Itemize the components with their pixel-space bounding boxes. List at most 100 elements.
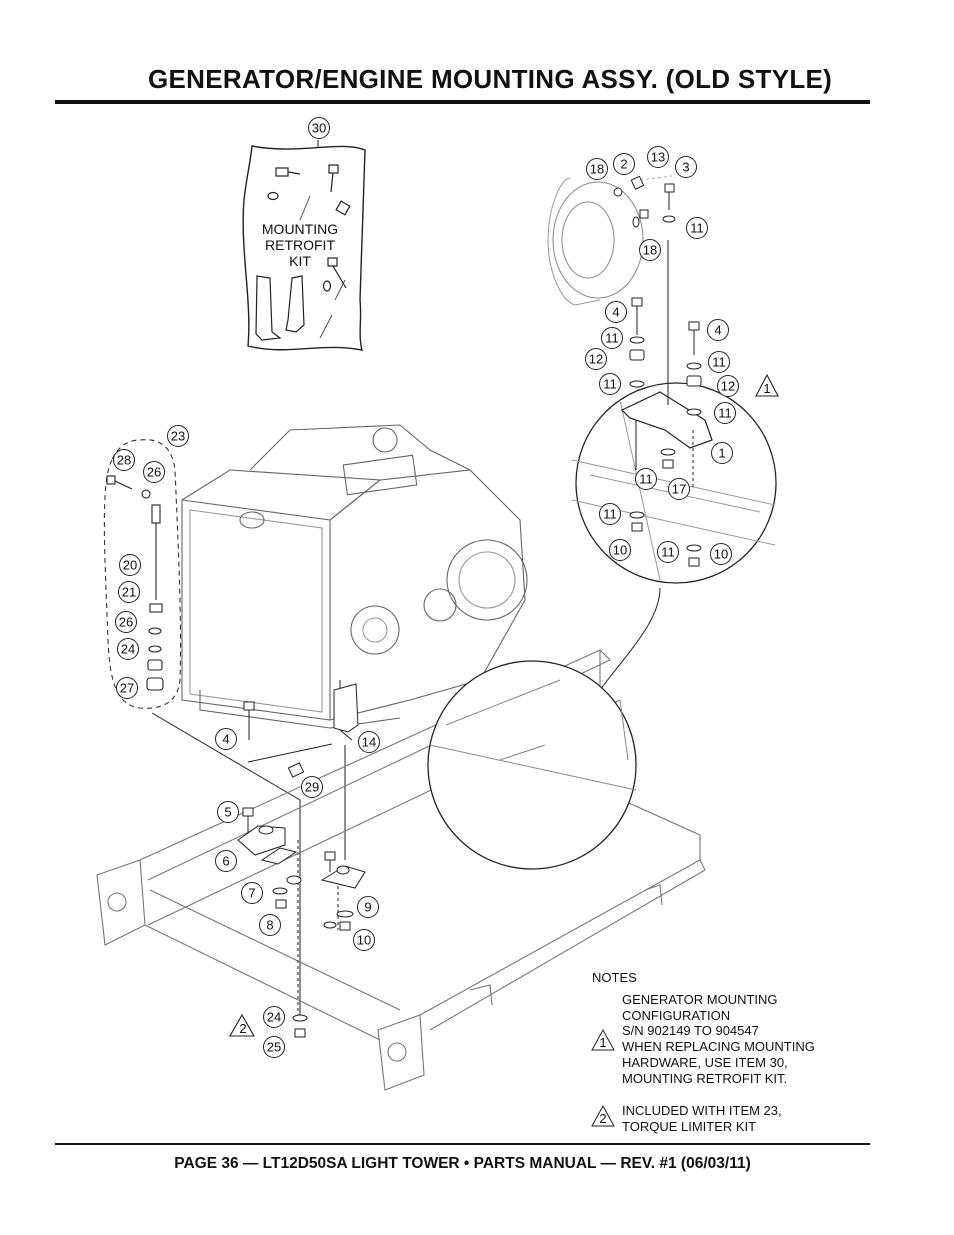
notes-heading: NOTES <box>592 970 637 985</box>
note-1-line: CONFIGURATION <box>622 1008 730 1023</box>
callout-number: 11 <box>639 472 653 487</box>
note-marker-text: 1 <box>763 381 770 396</box>
kit-label-line: KIT <box>289 253 311 269</box>
callout-number: 30 <box>312 121 326 136</box>
callout-number: 17 <box>672 482 686 497</box>
callout-bubble <box>639 239 661 261</box>
callout-bubble <box>609 539 631 561</box>
callout-number: 9 <box>364 900 371 915</box>
callout-number: 4 <box>222 732 229 747</box>
callout-number: 20 <box>123 558 137 573</box>
callout-bubble <box>263 1036 285 1058</box>
callout-number: 18 <box>643 243 657 258</box>
callout-number: 11 <box>661 545 675 560</box>
callout-bubble <box>358 731 380 753</box>
torque-limiter-kit <box>103 439 182 709</box>
callout-bubble <box>714 402 736 424</box>
callout-bubble <box>708 351 730 373</box>
mounts-lower <box>237 683 366 1038</box>
callout-number: 8 <box>266 918 273 933</box>
callout-number: 27 <box>120 681 134 696</box>
callout-number: 5 <box>224 805 231 820</box>
kit-label-line: RETROFIT <box>265 237 335 253</box>
callout-number: 24 <box>267 1010 281 1025</box>
note-1-line: GENERATOR MOUNTING <box>622 992 778 1007</box>
callout-bubble <box>647 146 669 168</box>
callout-number: 11 <box>605 331 619 346</box>
callout-bubble <box>599 503 621 525</box>
callout-bubble <box>717 375 739 397</box>
callout-number: 4 <box>612 305 619 320</box>
note-marker-1-diagram: 1 <box>755 373 779 397</box>
callout-number: 10 <box>613 543 627 558</box>
callout-bubble <box>116 677 138 699</box>
callout-bubble <box>599 373 621 395</box>
generator-flange <box>547 175 673 306</box>
note-1-line: HARDWARE, USE ITEM 30, <box>622 1055 788 1070</box>
callout-bubble <box>605 301 627 323</box>
callout-bubble <box>263 1006 285 1028</box>
footer-rule <box>55 1143 870 1145</box>
callout-number: 6 <box>222 854 229 869</box>
callout-bubble <box>357 896 379 918</box>
note-1-line: WHEN REPLACING MOUNTING <box>622 1039 815 1054</box>
callout-bubble <box>707 319 729 341</box>
note-1: 1 GENERATOR MOUNTING CONFIGURATION S/N 9… <box>591 992 815 1086</box>
fasteners-right <box>613 175 702 567</box>
callout-number: 26 <box>147 465 161 480</box>
note-1-line: MOUNTING RETROFIT KIT. <box>622 1071 787 1086</box>
callout-bubble <box>686 217 708 239</box>
page-footer: PAGE 36 — LT12D50SA LIGHT TOWER • PARTS … <box>174 1155 751 1172</box>
callout-number: 11 <box>603 377 617 392</box>
notes-block: NOTES 1 GENERATOR MOUNTING CONFIGURATION… <box>591 970 815 1134</box>
callout-number: 26 <box>119 615 133 630</box>
callout-bubble <box>635 468 657 490</box>
callout-bubble <box>115 611 137 633</box>
callout-bubble <box>143 461 165 483</box>
callout-number: 29 <box>305 780 319 795</box>
callout-bubble <box>353 929 375 951</box>
callout-number: 11 <box>718 406 732 421</box>
callout-number: 28 <box>117 453 131 468</box>
callout-number: 11 <box>690 221 704 236</box>
note-1-line: S/N 902149 TO 904547 <box>622 1023 759 1038</box>
callout-number: 10 <box>357 933 371 948</box>
engine-radiator-assembly <box>181 424 528 729</box>
note-1-marker: 1 <box>599 1035 606 1050</box>
leader-lines <box>151 240 694 1015</box>
note-2-line: INCLUDED WITH ITEM 23, <box>622 1103 782 1118</box>
callout-number: 25 <box>267 1040 281 1055</box>
callout-number: 11 <box>712 355 726 370</box>
note-marker-2-diagram: 2 <box>229 1013 255 1037</box>
callout-number: 24 <box>121 642 135 657</box>
callout-number: 11 <box>603 507 617 522</box>
callout-bubble <box>586 158 608 180</box>
callout-number: 18 <box>590 162 604 177</box>
callout-number: 12 <box>589 352 603 367</box>
note-marker-text: 2 <box>239 1021 246 1036</box>
kit-label-line: MOUNTING <box>262 221 338 237</box>
callout-bubble <box>259 914 281 936</box>
callout-bubble <box>215 850 237 872</box>
callout-bubble <box>167 425 189 447</box>
callout-bubble <box>585 348 607 370</box>
callout-number: 23 <box>171 429 185 444</box>
callout-number: 2 <box>620 157 627 172</box>
callout-number: 13 <box>651 150 665 165</box>
detail-circle-center <box>427 660 637 870</box>
callout-bubble <box>215 728 237 750</box>
callout-bubble <box>113 449 135 471</box>
callout-bubble <box>117 638 139 660</box>
callout-bubble <box>675 156 697 178</box>
note-2-line: TORQUE LIMITER KIT <box>622 1119 756 1134</box>
retrofit-kit-bag: MOUNTING RETROFIT KIT <box>242 140 366 351</box>
callout-number: 4 <box>714 323 721 338</box>
note-2-marker: 2 <box>599 1111 606 1126</box>
callout-number: 7 <box>248 886 255 901</box>
callout-bubble <box>119 554 141 576</box>
callout-bubble <box>241 882 263 904</box>
callout-bubble <box>657 541 679 563</box>
callout-number: 1 <box>718 446 725 461</box>
callout-bubble <box>668 478 690 500</box>
